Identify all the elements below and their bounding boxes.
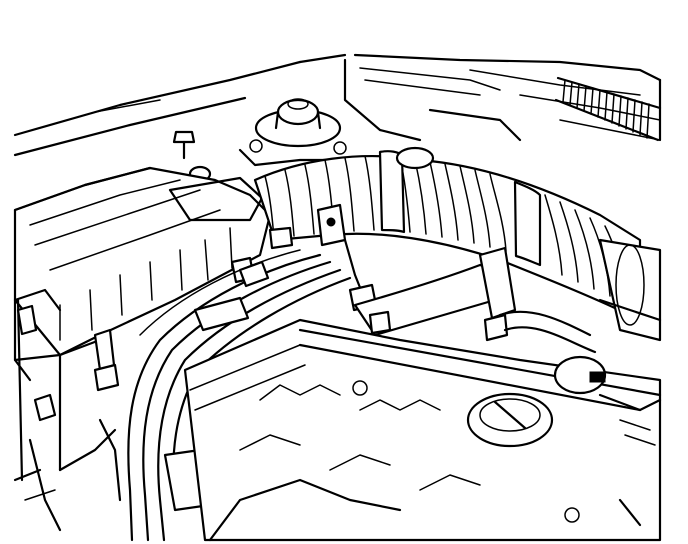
fender-lines	[343, 58, 661, 142]
hood-outline	[13, 53, 662, 157]
air-cleaner-box	[13, 166, 272, 482]
throttle-body	[598, 238, 662, 342]
lower-bracket	[13, 418, 122, 532]
strut-tower	[238, 98, 347, 167]
cowl-vent	[554, 76, 662, 142]
air-cleaner-clips	[16, 256, 256, 422]
right-side-components	[553, 355, 662, 446]
coolant-hoses	[353, 246, 597, 354]
oil-filler-cap	[466, 392, 554, 448]
valve-cover	[183, 318, 662, 542]
